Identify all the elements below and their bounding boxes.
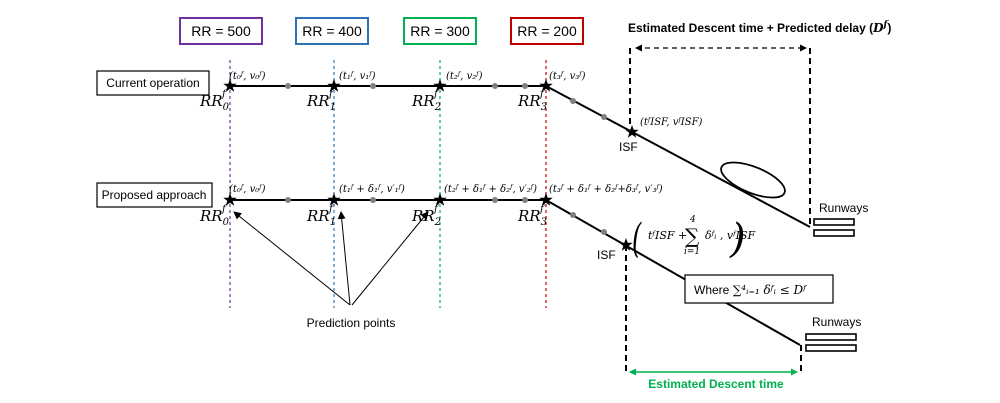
rr-label: RR0f [199, 204, 230, 228]
prediction-dot [522, 197, 528, 203]
rr-label: RR2f [411, 89, 441, 113]
point-label: (t₃ᶠ, v₃ᶠ) [549, 71, 586, 82]
formula-sum: ∑ [685, 224, 700, 248]
descent-delay-label: Estimated Descent time + Predicted delay… [628, 20, 891, 35]
prediction-dot [570, 212, 576, 218]
rr-label: RR3f [517, 204, 547, 228]
rr-box-200-label: RR = 200 [517, 23, 577, 39]
formula-t: tᶠISF + [648, 229, 687, 242]
current-operation-label: Current operation [106, 76, 199, 90]
runways-label-current: Runways [819, 201, 868, 215]
formula-tail: δᶠᵢ , vᶠISF [705, 229, 756, 242]
formula-sum-top: 4 [689, 215, 696, 225]
prediction-dot [522, 83, 528, 89]
constraint-text: Where ∑⁴ᵢ₌₁ δᶠᵢ ≤ Dᶠ [694, 283, 807, 297]
current-operation-row: Current operation [96, 70, 811, 228]
proposed-isf-formula: ( tᶠISF + ∑ 4 i=1 δᶠᵢ , vᶠISF ) [632, 214, 756, 262]
point-label: (t₃ᶠ + δ₁ᶠ + δ₂ᶠ+δ₃ᶠ, v′₃ᶠ) [549, 184, 663, 195]
point-label: (t₀ᶠ, v₀ᶠ) [229, 71, 266, 82]
holding-pattern [720, 161, 786, 199]
prediction-dots [285, 83, 607, 235]
descent-time-label: Estimated Descent time [648, 377, 784, 391]
rr-label: RR2f [411, 204, 441, 228]
rr-box-400-label: RR = 400 [302, 23, 362, 39]
prediction-dot [370, 83, 376, 89]
runway-current: Runways [813, 201, 868, 237]
proposed-approach-label: Proposed approach [102, 188, 207, 202]
rr-labels-proposed: RR0f RR1f RR2f RR3f [199, 204, 547, 228]
rr-label: RR1f [306, 204, 336, 228]
rr-box-200: RR = 200 [510, 17, 584, 45]
point-label: (t₂ᶠ + δ₁ᶠ + δ₂ᶠ, v′₂ᶠ) [444, 184, 537, 195]
prediction-dot [492, 197, 498, 203]
prediction-dot [601, 229, 607, 235]
rr-label: RR1f [306, 89, 336, 113]
rr-box-300-label: RR = 300 [410, 23, 470, 39]
prediction-dot [370, 197, 376, 203]
point-label: (t₀ᶠ, v₀ᶠ) [229, 184, 266, 195]
formula-close-paren: ) [729, 216, 746, 262]
runway-proposed: Runways [805, 315, 861, 352]
rr-label: RR0f [199, 89, 230, 113]
prediction-dot [492, 83, 498, 89]
rr-labels-current: RR0f RR1f RR2f RR3f [199, 89, 547, 113]
isf-label-proposed: ISF [597, 248, 616, 262]
prediction-points-callout: Prediction points [233, 211, 429, 330]
point-label: (t₁ᶠ + δ₁ᶠ, v′₁ᶠ) [339, 184, 405, 195]
prediction-dot [285, 83, 291, 89]
rr-box-400: RR = 400 [295, 17, 369, 45]
rr-box-500-label: RR = 500 [191, 23, 251, 39]
prediction-dot [570, 98, 576, 104]
waypoint-star [625, 125, 639, 138]
descent-time-bracket: Estimated Descent time [625, 245, 802, 391]
rr-label: RR3f [517, 89, 547, 113]
point-label: (t₁ᶠ, v₁ᶠ) [339, 71, 376, 82]
rr-box-500: RR = 500 [179, 17, 263, 45]
prediction-dot [285, 197, 291, 203]
proposed-point-labels: (t₀ᶠ, v₀ᶠ) (t₁ᶠ + δ₁ᶠ, v′₁ᶠ) (t₂ᶠ + δ₁ᶠ … [229, 184, 663, 195]
formula-sum-bottom: i=1 [684, 247, 700, 257]
rr-box-300: RR = 300 [403, 17, 477, 45]
point-label: (tᶠISF, vᶠISF) [640, 117, 703, 128]
point-label: (t₂ᶠ, v₂ᶠ) [446, 71, 483, 82]
runways-label-proposed: Runways [812, 315, 861, 329]
descent-delay-bracket: Estimated Descent time + Predicted delay… [628, 20, 891, 225]
constraint-box: Where ∑⁴ᵢ₌₁ δᶠᵢ ≤ Dᶠ [684, 274, 834, 304]
formula-open-paren: ( [632, 214, 642, 261]
isf-label-current: ISF [619, 140, 638, 154]
prediction-dot [601, 114, 607, 120]
current-point-labels: (t₀ᶠ, v₀ᶠ) (t₁ᶠ, v₁ᶠ) (t₂ᶠ, v₂ᶠ) (t₃ᶠ, v… [229, 71, 703, 128]
prediction-points-label: Prediction points [307, 316, 396, 330]
